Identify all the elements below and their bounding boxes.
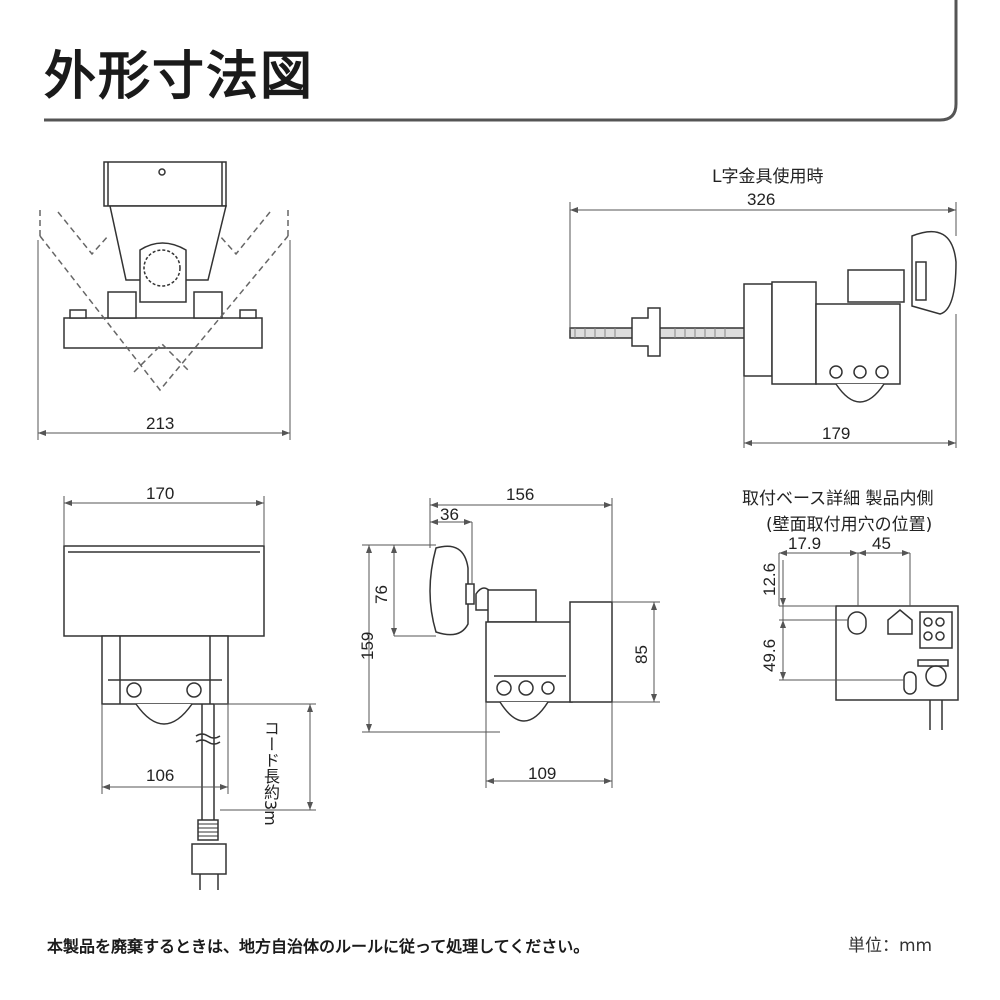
base-detail-view: [778, 550, 959, 730]
page-title: 外形寸法図: [44, 47, 315, 107]
side-head-label: 76: [372, 585, 391, 604]
disposal-note: 本製品を廃棄するときは、地方自治体のルールに従って処理してください。: [47, 937, 590, 956]
rear-width-label: 170: [146, 484, 175, 503]
side-offset-label: 36: [440, 505, 459, 524]
base-x2-label: 45: [872, 534, 891, 553]
side-width-label: 156: [506, 485, 535, 504]
base-detail-caption-1: 取付ベース詳細 製品内側: [742, 489, 934, 509]
base-detail-caption-2: (壁面取付用穴の位置): [766, 515, 933, 535]
header-frame: [44, 0, 958, 122]
front-width-label: 213: [146, 414, 175, 433]
side-base-label: 109: [528, 764, 557, 783]
l-bracket-body-label: 179: [822, 424, 851, 443]
front-view: [37, 161, 291, 440]
l-bracket-view: [569, 202, 957, 448]
side-view: [362, 498, 660, 788]
l-bracket-caption: L字金具使用時: [712, 167, 824, 187]
rear-view: [63, 496, 316, 890]
base-x1-label: 17.9: [788, 534, 822, 553]
side-height-label: 159: [358, 631, 377, 660]
l-bracket-total-label: 326: [747, 190, 776, 209]
cord-length-label: コード長約3m: [261, 720, 280, 826]
base-y2-label: 49.6: [760, 638, 779, 672]
unit-label: 単位：mm: [848, 936, 933, 956]
side-body-height-label: 85: [632, 645, 651, 664]
rear-base-label: 106: [146, 766, 175, 785]
base-y1-label: 12.6: [760, 562, 779, 596]
